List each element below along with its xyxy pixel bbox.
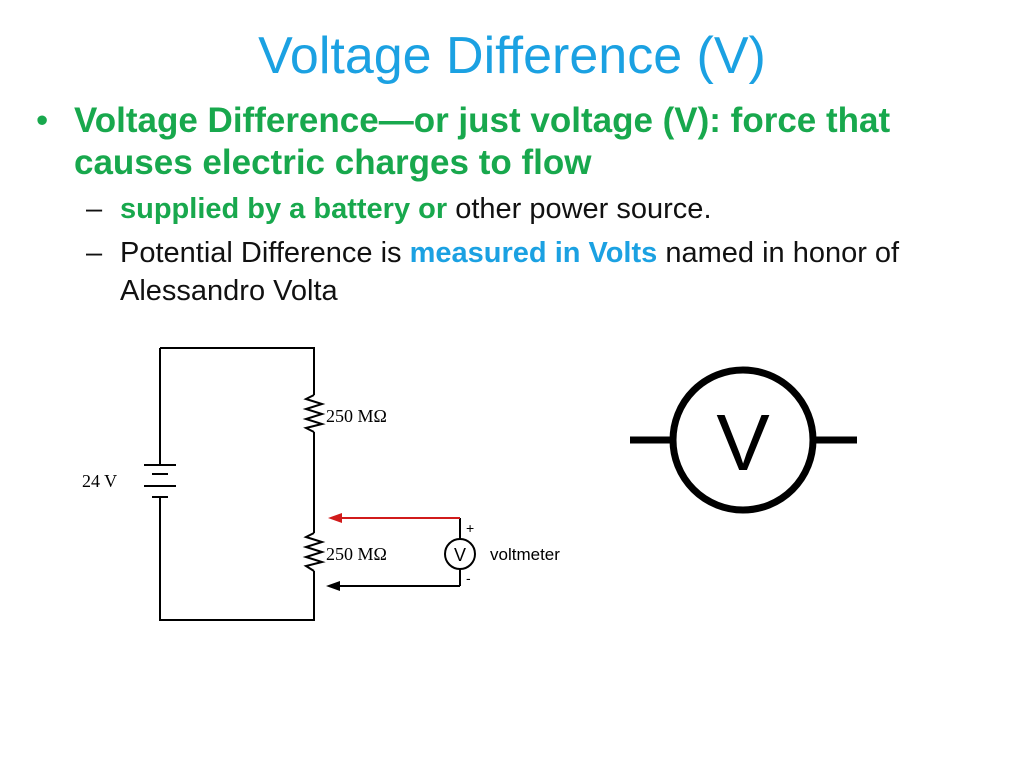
bullet-text: Voltage Difference—or just voltage (V): …	[74, 101, 891, 182]
bullet-voltage-definition: • Voltage Difference—or just voltage (V)…	[36, 100, 986, 184]
battery-icon	[144, 464, 176, 498]
slide-content: • Voltage Difference—or just voltage (V)…	[36, 100, 986, 310]
circuit-diagram: 24 V 250 MΩ 250 MΩ V + - voltmeter	[82, 347, 560, 621]
subbullet-battery: – supplied by a battery or other power s…	[36, 190, 986, 228]
subbullet-text-after: named in honor of Alessandro Volta	[120, 237, 900, 307]
subbullet-text-before: Potential Difference is	[120, 237, 410, 269]
dash-marker: –	[86, 193, 103, 225]
voltmeter-symbol-large: V	[630, 366, 857, 514]
slide-title: Voltage Difference (V)	[258, 27, 766, 85]
minus-sign: -	[466, 570, 471, 586]
subbullet-highlight: supplied by a battery or	[120, 193, 448, 225]
resistor-1-label: 250 MΩ	[326, 406, 387, 426]
wire-top	[160, 347, 315, 395]
arrow-black-icon	[326, 581, 340, 591]
resistor-2-icon	[302, 532, 326, 572]
battery-label: 24 V	[82, 471, 117, 491]
voltmeter-symbol: V	[454, 545, 466, 565]
symbol-letter: V	[716, 398, 770, 487]
bullet-marker: •	[36, 101, 49, 140]
wire-left-lower	[159, 497, 315, 621]
dash-marker: –	[86, 237, 103, 269]
subbullet-highlight: measured in Volts	[409, 237, 658, 269]
arrow-red-icon	[328, 513, 342, 523]
resistor-2-label: 250 MΩ	[326, 544, 387, 564]
resistor-1-icon	[302, 394, 326, 433]
voltmeter-label: voltmeter	[490, 545, 560, 564]
plus-sign: +	[466, 520, 474, 536]
subbullet-text: other power source.	[447, 193, 712, 225]
subbullet-volts: – Potential Difference is measured in Vo…	[36, 234, 986, 310]
voltmeter-icon	[444, 538, 476, 570]
